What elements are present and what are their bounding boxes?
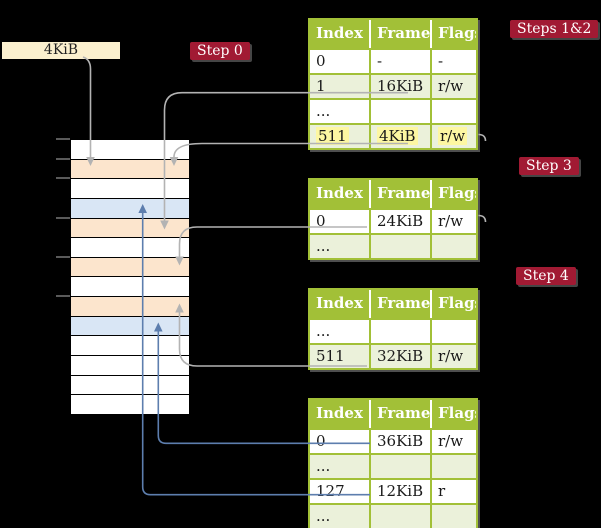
table-header-cell: Flags	[430, 290, 476, 318]
table-header-cell: Flags	[430, 20, 476, 48]
table-row: ...	[310, 98, 476, 123]
table-row: ...	[310, 318, 476, 343]
table-header-row: Index FrameFlags	[310, 20, 476, 48]
memory-tick	[56, 158, 70, 160]
table-header-cell: Index	[316, 404, 363, 422]
table-cell: 16KiB	[369, 75, 430, 98]
table-cell: 4KiB	[369, 125, 430, 148]
frame-size-label: 4KiB	[2, 42, 120, 59]
table-row: ...	[310, 233, 476, 258]
table-header-cell: Flags	[430, 400, 476, 428]
step-label-4: Step 4	[516, 267, 576, 285]
memory-column	[70, 139, 190, 415]
step-label-0: Step 0	[190, 42, 250, 60]
table-cell: 12KiB	[369, 480, 430, 503]
table-row: ...	[310, 503, 476, 528]
memory-tick	[56, 138, 70, 140]
table-cell: ...	[316, 237, 331, 255]
table-cell: ...	[316, 457, 331, 475]
table-cell: r/w	[430, 430, 476, 453]
table-header-row: Index FrameFlags	[310, 400, 476, 428]
memory-frame-row	[71, 374, 189, 395]
table-header-cell: Frame	[369, 290, 430, 318]
table-cell: 32KiB	[369, 345, 430, 368]
table-cell	[369, 100, 430, 123]
table-cell: r/w	[430, 75, 476, 98]
step-label-3: Step 3	[519, 157, 579, 175]
memory-tick	[56, 177, 70, 179]
table-cell: 36KiB	[369, 430, 430, 453]
memory-tick	[56, 217, 70, 219]
table-cell: r/w	[430, 125, 476, 148]
memory-tick	[56, 256, 70, 258]
table-cell: 0	[316, 432, 326, 450]
table-row: 0 --	[310, 48, 476, 73]
table-cell: 511	[316, 347, 345, 365]
table-cell: 511	[316, 127, 349, 145]
table-cell	[369, 235, 430, 258]
memory-frame-row	[71, 315, 189, 336]
table-cell	[369, 320, 430, 343]
memory-frame-row	[71, 276, 189, 297]
table-cell	[430, 100, 476, 123]
memory-frame-row	[71, 217, 189, 238]
table-cell: 0	[316, 52, 326, 70]
table-cell: 127	[316, 482, 345, 500]
memory-frame-row	[71, 140, 189, 159]
table-cell: ...	[316, 507, 331, 525]
page-table-2: Index FrameFlags 0 24KiBr/w...	[308, 178, 478, 260]
table-cell: 1	[316, 77, 326, 95]
table-cell	[430, 505, 476, 528]
table-header-cell: Frame	[369, 20, 430, 48]
memory-frame-row	[71, 197, 189, 218]
table-cell: -	[369, 50, 430, 73]
table-header-cell: Flags	[430, 180, 476, 208]
connector-stub-table2-entry0	[478, 214, 487, 223]
memory-frame-row	[71, 335, 189, 356]
memory-frame-row	[71, 158, 189, 179]
memory-frame-row	[71, 355, 189, 375]
memory-frame-row	[71, 296, 189, 316]
connector-stub-table1-entry511	[478, 133, 487, 142]
table-header-cell: Index	[316, 294, 363, 312]
table-cell: r/w	[430, 345, 476, 368]
memory-frame-row	[71, 237, 189, 257]
step-label-1-2: Steps 1&2	[510, 20, 599, 38]
table-cell: -	[430, 50, 476, 73]
table-cell	[430, 235, 476, 258]
table-header-row: Index FrameFlags	[310, 180, 476, 208]
table-row: ...	[310, 453, 476, 478]
memory-tick	[56, 295, 70, 297]
table-cell	[369, 505, 430, 528]
table-cell: ...	[316, 102, 331, 120]
memory-frame-row	[71, 178, 189, 198]
table-cell: r/w	[430, 210, 476, 233]
table-cell	[430, 320, 476, 343]
table-header-cell: Frame	[369, 180, 430, 208]
table-cell: ...	[316, 322, 331, 340]
memory-frame-row	[71, 256, 189, 277]
table-cell	[369, 455, 430, 478]
table-cell: 24KiB	[369, 210, 430, 233]
table-header-row: Index FrameFlags	[310, 290, 476, 318]
table-header-cell: Index	[316, 184, 363, 202]
table-cell	[430, 455, 476, 478]
memory-frame-row	[71, 394, 189, 414]
table-cell: 0	[316, 212, 326, 230]
table-header-cell: Frame	[369, 400, 430, 428]
table-header-cell: Index	[316, 24, 363, 42]
table-cell: r	[430, 480, 476, 503]
